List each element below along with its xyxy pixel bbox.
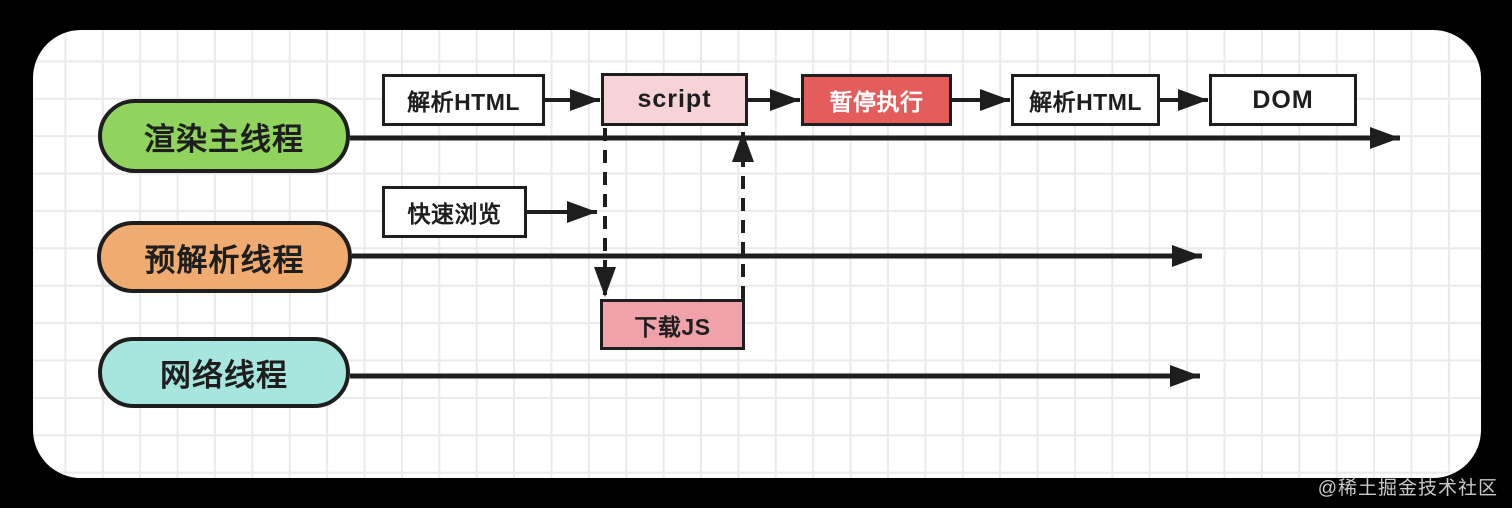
- step-label-dom: DOM: [1252, 85, 1314, 114]
- step-node-parse-html-1: 解析HTML: [382, 74, 545, 126]
- step-node-script: script: [601, 73, 748, 126]
- thread-label-network: 网络线程: [160, 358, 288, 393]
- step-label-script: script: [637, 85, 712, 113]
- step-label-parse-html-1: 解析HTML: [407, 89, 520, 115]
- thread-pill-network: 网络线程: [98, 337, 350, 408]
- thread-pill-pre-parse: 预解析线程: [97, 221, 352, 293]
- step-node-pause-exec: 暂停执行: [801, 74, 952, 126]
- thread-label-render-main: 渲染主线程: [144, 121, 304, 157]
- step-label-quick-scan: 快速浏览: [407, 201, 502, 227]
- step-node-parse-html-2: 解析HTML: [1011, 74, 1160, 126]
- thread-pill-render-main: 渲染主线程: [98, 99, 350, 173]
- step-label-parse-html-2: 解析HTML: [1029, 89, 1142, 115]
- step-node-download-js: 下载JS: [600, 299, 745, 350]
- juejin-watermark: @稀土掘金技术社区: [1317, 478, 1498, 499]
- step-node-dom: DOM: [1209, 74, 1357, 126]
- step-node-quick-scan: 快速浏览: [382, 186, 527, 238]
- thread-label-pre-parse: 预解析线程: [144, 242, 305, 278]
- step-label-download-js: 下载JS: [634, 313, 711, 340]
- step-label-pause-exec: 暂停执行: [829, 89, 924, 115]
